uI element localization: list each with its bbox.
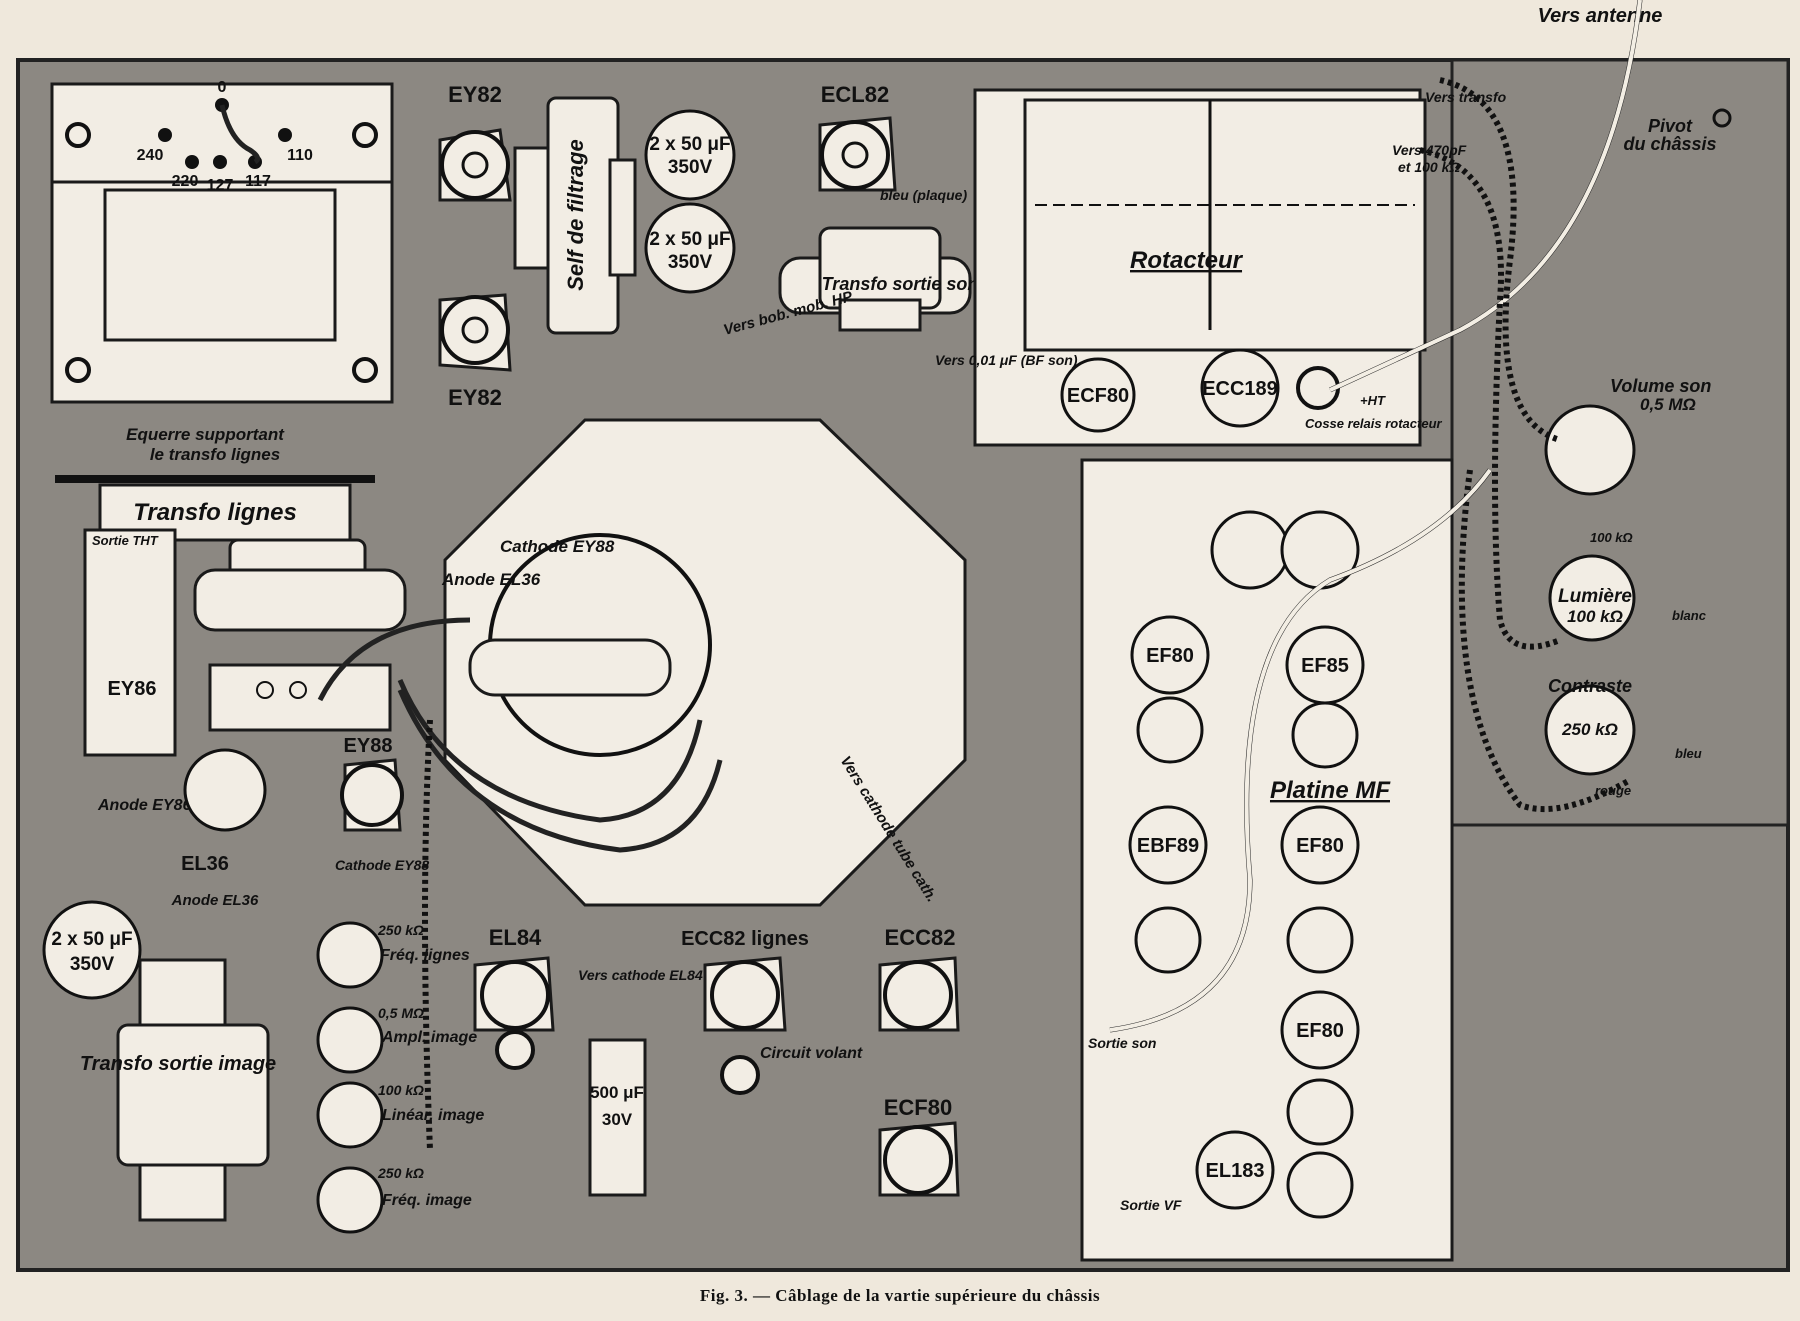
platine-mf-label: Platine MF <box>1270 777 1391 804</box>
resistor-100k-label: 100 kΩ <box>1590 530 1633 545</box>
du-chassis-label: du châssis <box>1623 134 1716 154</box>
cap2-value: 2 x 50 μF <box>649 229 730 250</box>
bleu-plaque-label: bleu (plaque) <box>880 187 967 203</box>
pivot-label: Pivot <box>1648 116 1693 136</box>
terminal-240: 240 <box>137 147 164 164</box>
el36-label: EL36 <box>181 853 229 875</box>
terminal-110: 110 <box>287 147 313 164</box>
ef80-c-label: EF80 <box>1296 1020 1344 1042</box>
ecc189-label: ECC189 <box>1202 378 1278 400</box>
blanc-label: blanc <box>1672 608 1707 623</box>
el183-label: EL183 <box>1206 1160 1265 1182</box>
lumiere-value: 100 kΩ <box>1567 607 1623 626</box>
ef85-label: EF85 <box>1301 655 1349 677</box>
ey82-top-label: EY82 <box>448 82 502 107</box>
anode-ey86-label: Anode EY86 <box>97 797 191 814</box>
ey82-bottom-label: EY82 <box>448 385 502 410</box>
ey86-label: EY86 <box>108 678 157 700</box>
volume-son-value: 0,5 MΩ <box>1640 395 1696 414</box>
contraste-value: 250 kΩ <box>1561 720 1618 739</box>
vers-antenne-label: Vers antenne <box>1538 5 1663 27</box>
ecf80-top-label: ECF80 <box>1067 385 1129 407</box>
linea-label: Linéar. image <box>382 1107 484 1124</box>
volume-son-label: Volume son <box>1610 376 1711 396</box>
ecl82-label: ECL82 <box>821 82 889 107</box>
bleu-label: bleu <box>1675 746 1702 761</box>
cap3-value: 2 x 50 μF <box>51 929 132 950</box>
rotacteur-label: Rotacteur <box>1130 247 1244 274</box>
lumiere-label: Lumière <box>1558 586 1632 607</box>
cathode-ey88-label: Cathode EY88 <box>335 857 429 873</box>
terminal-0: 0 <box>218 79 227 96</box>
ef80-a-label: EF80 <box>1146 645 1194 667</box>
equerre-label-2: le transfo lignes <box>150 445 280 464</box>
vers-001uf-label: Vers 0,01 μF (BF son) <box>935 352 1078 368</box>
anode-el36-top-label: Anode EL36 <box>441 570 541 589</box>
cap1-voltage: 350V <box>668 157 713 178</box>
terminal-220: 220 <box>172 173 199 190</box>
cap500-voltage: 30V <box>602 1110 633 1129</box>
cap500-value: 500 μF <box>590 1083 644 1102</box>
transfo-lignes-label: Transfo lignes <box>133 499 297 526</box>
center-bottom-tubes: EL84 Vers cathode EL84 500 μF 30V ECC82 … <box>473 925 960 1197</box>
el84-label: EL84 <box>489 925 542 950</box>
ey88-label: EY88 <box>344 735 393 757</box>
lower-left-section: 2 x 50 μF 350V Transfo sortie image 250 … <box>42 719 484 1234</box>
freq-lignes-value: 250 kΩ <box>377 922 424 938</box>
vers-cathode-el84-label: Vers cathode EL84 <box>578 967 703 983</box>
ht-label: +HT <box>1360 393 1386 408</box>
self-filtrage-label: Self de filtrage <box>563 139 588 291</box>
ampl-label: Ampl. image <box>381 1029 477 1046</box>
cosse-relais-label: Cosse relais rotacteur <box>1305 416 1443 431</box>
ampl-value: 0,5 MΩ <box>378 1005 424 1021</box>
platine-mf-section: EF80 EF85 Platine MF EBF89 EF80 EF80 EL1… <box>1080 458 1493 1262</box>
freq-image-value: 250 kΩ <box>377 1165 424 1181</box>
cap2-voltage: 350V <box>668 252 713 273</box>
terminal-127: 127 <box>207 177 234 194</box>
transfo-son-label: Transfo sortie son <box>822 274 979 294</box>
ecl82-section: ECL82 bleu (plaque) Transfo sortie son V… <box>722 82 979 339</box>
crt-socket-section: Cathode EY88 Anode EL36 Vers cathode tub… <box>317 418 967 907</box>
ebf89-label: EBF89 <box>1137 835 1199 857</box>
ecc82-lignes-label: ECC82 lignes <box>681 928 809 950</box>
vers-transfo-label: Vers transfo <box>1425 89 1507 105</box>
circuit-volant-label: Circuit volant <box>760 1045 863 1062</box>
sortie-vf-label: Sortie VF <box>1120 1197 1182 1213</box>
equerre-label: Equerre supportant <box>126 425 285 444</box>
figure-caption: Fig. 3. — Câblage de la vartie supérieur… <box>699 1286 1101 1305</box>
transfo-lignes-section: Equerre supportant le transfo lignes Tra… <box>55 425 429 909</box>
ey82-section: EY82 EY82 Self de filtrage 2 x 50 μF 350… <box>438 82 736 410</box>
sortie-tht-label: Sortie THT <box>92 533 159 548</box>
cathode-ey88-top-label: Cathode EY88 <box>500 537 615 556</box>
ecc82-label: ECC82 <box>885 925 956 950</box>
ecf80-bottom-label: ECF80 <box>884 1095 952 1120</box>
cap3-voltage: 350V <box>70 954 115 975</box>
ef80-b-label: EF80 <box>1296 835 1344 857</box>
contraste-label: Contraste <box>1548 676 1632 696</box>
linea-value: 100 kΩ <box>378 1082 424 1098</box>
rotacteur-section: Rotacteur ECF80 ECC189 Vers 0,01 μF (BF … <box>935 88 1443 447</box>
anode-el36-label: Anode EL36 <box>171 892 259 909</box>
right-panel-controls: Vers antenne Pivot du châssis Vers trans… <box>1328 0 1732 813</box>
sortie-son-label: Sortie son <box>1088 1035 1156 1051</box>
freq-image-label: Fréq. image <box>382 1192 472 1209</box>
terminal-117: 117 <box>245 173 271 190</box>
mains-transformer: 0 240 110 220 127 117 <box>50 79 394 404</box>
transfo-image-label: Transfo sortie image <box>80 1053 276 1075</box>
cap1-value: 2 x 50 μF <box>649 134 730 155</box>
et-100k-label: et 100 kΩ <box>1398 159 1460 175</box>
